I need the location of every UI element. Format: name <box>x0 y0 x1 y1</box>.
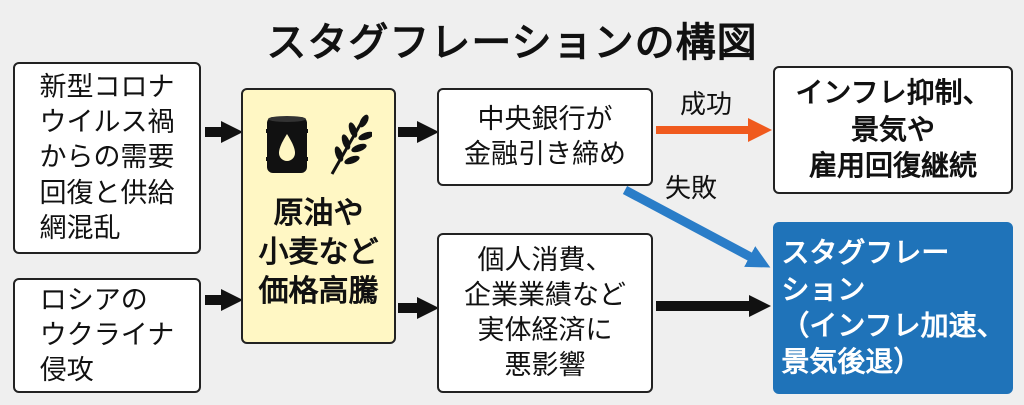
label-success: 成功 <box>680 90 733 120</box>
commodity-icons <box>265 114 372 176</box>
diagram-title: スタグフレーションの構図 <box>266 20 758 66</box>
box-russia: ロシアの ウクライナ 侵攻 <box>13 278 201 393</box>
label-failure: 失敗 <box>665 174 718 204</box>
arrow-failure <box>622 186 771 268</box>
box-covid: 新型コロナ ウイルス禍 からの需要 回復と供給 網混乱 <box>13 62 201 254</box>
box-central-bank: 中央銀行が 金融引き締め <box>437 88 653 186</box>
box-success-outcome: インフレ抑制、 景気や 雇用回復継続 <box>773 66 1013 194</box>
wheat-icon <box>330 114 372 175</box>
box-prices: 原油や 小麦など 価格高騰 <box>241 88 396 344</box>
prices-label: 原油や 小麦など 価格高騰 <box>258 196 379 309</box>
box-economy: 個人消費、 企業業績など 実体経済に 悪影響 <box>437 233 653 393</box>
oil-barrel-icon <box>265 116 308 173</box>
box-stagflation: スタグフレー ション （インフレ加速、 景気後退） <box>773 222 1013 394</box>
